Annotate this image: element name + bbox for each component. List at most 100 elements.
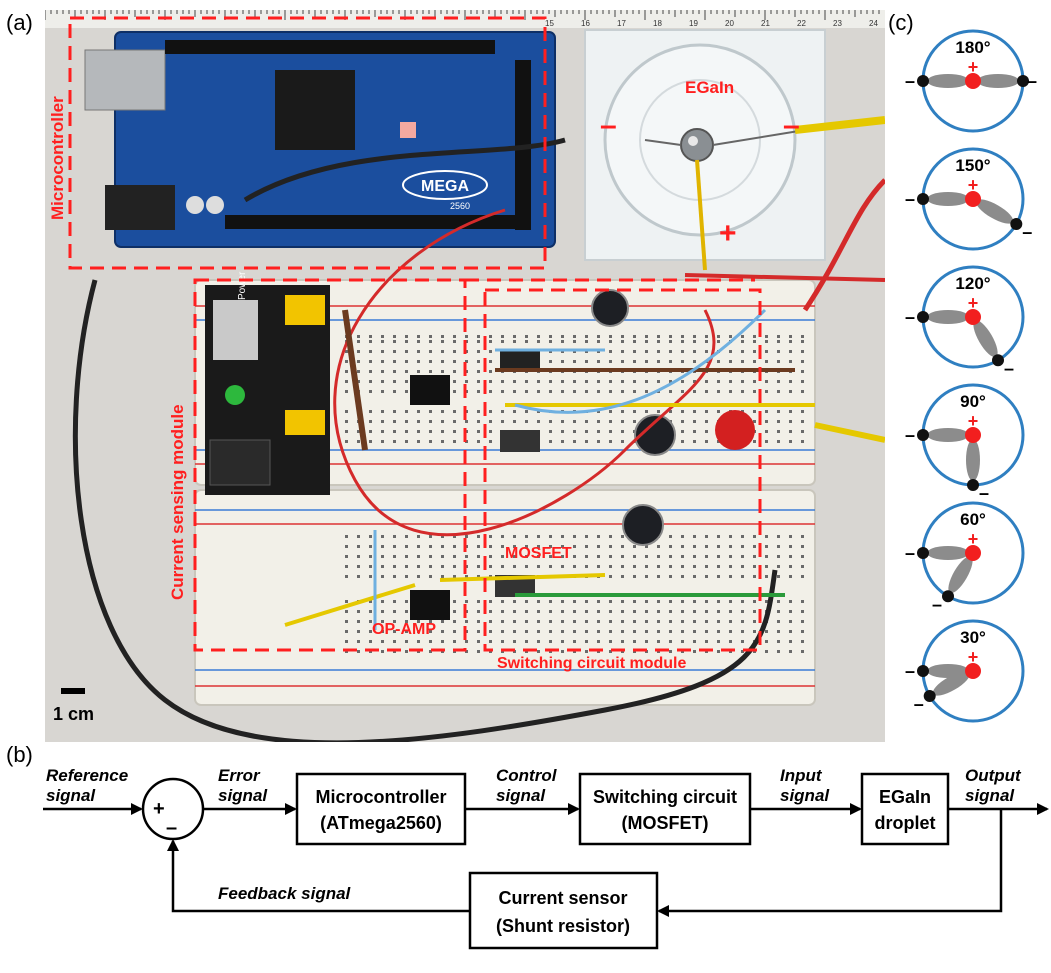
ruler-number: 18 [653, 19, 662, 28]
droplet-arm-right [932, 671, 970, 696]
center-electrode [965, 191, 981, 207]
electrode-left [917, 311, 929, 323]
minus-sign-right: – [1004, 358, 1014, 378]
board-subtext: 2560 [450, 201, 470, 211]
block-micro-line1: Microcontroller [315, 787, 446, 807]
electrode-right [1017, 75, 1029, 87]
label-microcontroller: Microcontroller [48, 96, 67, 220]
minus-sign-right: – [979, 483, 989, 503]
angle-diagram: 60°+–– [905, 501, 1025, 614]
capacitor-3 [622, 504, 664, 546]
panel-label-b: (b) [6, 742, 33, 767]
minus-sign-right: – [932, 594, 942, 614]
label-input-2: signal [780, 786, 830, 805]
label-control-1: Control [496, 766, 558, 785]
electrode-right [967, 479, 979, 491]
block-microcontroller [295, 772, 467, 846]
mosfet-bottom [495, 575, 535, 597]
droplet-arm-left [927, 192, 969, 206]
minus-sign-right: – [1027, 71, 1037, 91]
center-electrode [965, 427, 981, 443]
minus-sign-left: – [905, 189, 915, 209]
center-electrode [965, 545, 981, 561]
label-feedback: Feedback signal [218, 884, 352, 903]
switching-circuit-box [483, 288, 762, 652]
egain-droplet [680, 128, 714, 162]
block-switching-line1: Switching circuit [593, 787, 737, 807]
electrode-left [917, 665, 929, 677]
droplet-arm-left [927, 74, 969, 88]
ruler-number: 24 [869, 19, 878, 28]
center-electrode [965, 73, 981, 89]
droplet-arm-right [966, 439, 980, 481]
plus-sign: + [968, 175, 979, 195]
angle-label: 120° [955, 274, 990, 293]
plus-sign: + [968, 647, 979, 667]
label-minus-left: – [600, 109, 617, 142]
plus-sign: + [968, 529, 979, 549]
panel-label-a: (a) [6, 10, 33, 35]
ruler-number: 20 [725, 19, 734, 28]
label-output-2: signal [965, 786, 1015, 805]
angle-label: 30° [960, 628, 986, 647]
plus-sign: + [968, 411, 979, 431]
angle-diagram: 30°+ – – [905, 619, 1025, 723]
label-reference-2: signal [46, 786, 96, 805]
angle-label: 150° [955, 156, 990, 175]
arrow-to-sensor [657, 809, 1003, 917]
opamp-chip-bottom [410, 590, 450, 620]
minus-sign-left: – [905, 543, 915, 563]
electrode-left [917, 193, 929, 205]
scale-bar [61, 688, 85, 694]
droplet-arm-right [977, 74, 1019, 88]
minus-sign-right: – [1022, 222, 1032, 242]
block-switching-circuit [578, 772, 752, 846]
microcontroller-box [68, 16, 547, 270]
red-button [715, 410, 755, 450]
label-switching-circuit: Switching circuit module [497, 655, 686, 672]
block-current-sensor [468, 871, 659, 950]
droplet-arm-right [973, 320, 998, 358]
minus-sign-left: – [905, 661, 915, 681]
electrode-left [917, 547, 929, 559]
capacitor-2 [634, 414, 676, 456]
arrow-feedback [167, 839, 470, 913]
plus-sign: + [968, 293, 979, 313]
electrode-right [923, 690, 936, 702]
droplet-arm-right [948, 556, 973, 594]
label-mosfet: MOSFET [505, 545, 572, 562]
angle-label: 180° [955, 38, 990, 57]
power-text: Power [237, 271, 248, 300]
angle-diagram: 90°+–– [905, 383, 1025, 503]
electrode-right [992, 354, 1004, 367]
ruler-number: 17 [617, 19, 626, 28]
ruler-number: 23 [833, 19, 842, 28]
center-electrode [965, 309, 981, 325]
label-current-sensing: Current sensing module [168, 404, 187, 600]
block-diagram: + – Microcontroller (ATmega2560) Switchi… [43, 766, 1049, 950]
angle-diagram: 150°+ – – [905, 147, 1032, 251]
label-opamp: OP-AMP [372, 621, 436, 638]
electrode-left [917, 429, 929, 441]
center-electrode [965, 663, 981, 679]
ruler-number: 15 [545, 19, 554, 28]
minus-sign-right: – [914, 694, 924, 714]
board-text: MEGA [421, 178, 469, 195]
droplet-arm-left [927, 428, 969, 442]
minus-sign-left: – [905, 71, 915, 91]
angle-diagram: 120°+ – – [905, 265, 1025, 378]
droplet-arm-left [927, 310, 969, 324]
label-control-2: signal [496, 786, 546, 805]
panel-label-c: (c) [888, 10, 914, 35]
electrode-right [1010, 218, 1023, 230]
label-error-1: Error [218, 766, 261, 785]
sum-minus: – [166, 817, 177, 839]
block-micro-line2: (ATmega2560) [320, 813, 442, 833]
label-output-1: Output [965, 766, 1022, 785]
capacitor-1 [591, 289, 629, 327]
sum-plus: + [153, 798, 165, 820]
block-sensor-line2: (Shunt resistor) [496, 916, 630, 936]
minus-sign-left: – [905, 307, 915, 327]
plus-sign: + [968, 57, 979, 77]
